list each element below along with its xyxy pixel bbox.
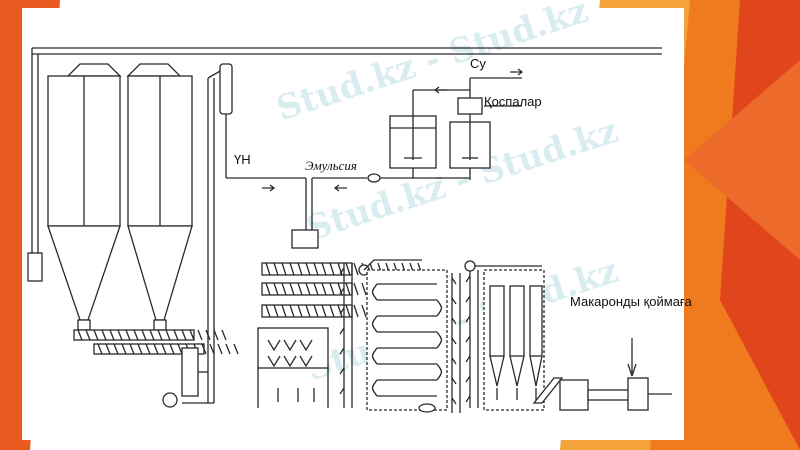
tank-piping bbox=[412, 68, 524, 179]
output-conveyor bbox=[532, 338, 672, 411]
additives-label: Қоспалар bbox=[484, 94, 542, 109]
water-label: Су bbox=[470, 56, 486, 71]
pasta-storage-label: Макаронды қоймаға bbox=[570, 294, 692, 309]
pneumatic-elevator bbox=[162, 63, 233, 408]
main-dryer-1 bbox=[366, 269, 461, 413]
emulsion-label: Эмульсия bbox=[305, 158, 357, 173]
pasta-production-diagram bbox=[27, 47, 672, 413]
emulsion-tank-1 bbox=[389, 102, 437, 178]
emulsion-line bbox=[311, 173, 442, 230]
silo-1 bbox=[47, 63, 122, 331]
silo-2 bbox=[126, 63, 193, 331]
flour-label: ҮН bbox=[234, 152, 251, 167]
pre-dryer bbox=[339, 259, 422, 408]
main-dryer-2 bbox=[464, 260, 545, 411]
flour-line bbox=[226, 177, 307, 230]
right-accent-shape bbox=[684, 60, 800, 260]
top-pipe bbox=[27, 47, 662, 282]
emulsion-tank-2 bbox=[449, 97, 491, 180]
